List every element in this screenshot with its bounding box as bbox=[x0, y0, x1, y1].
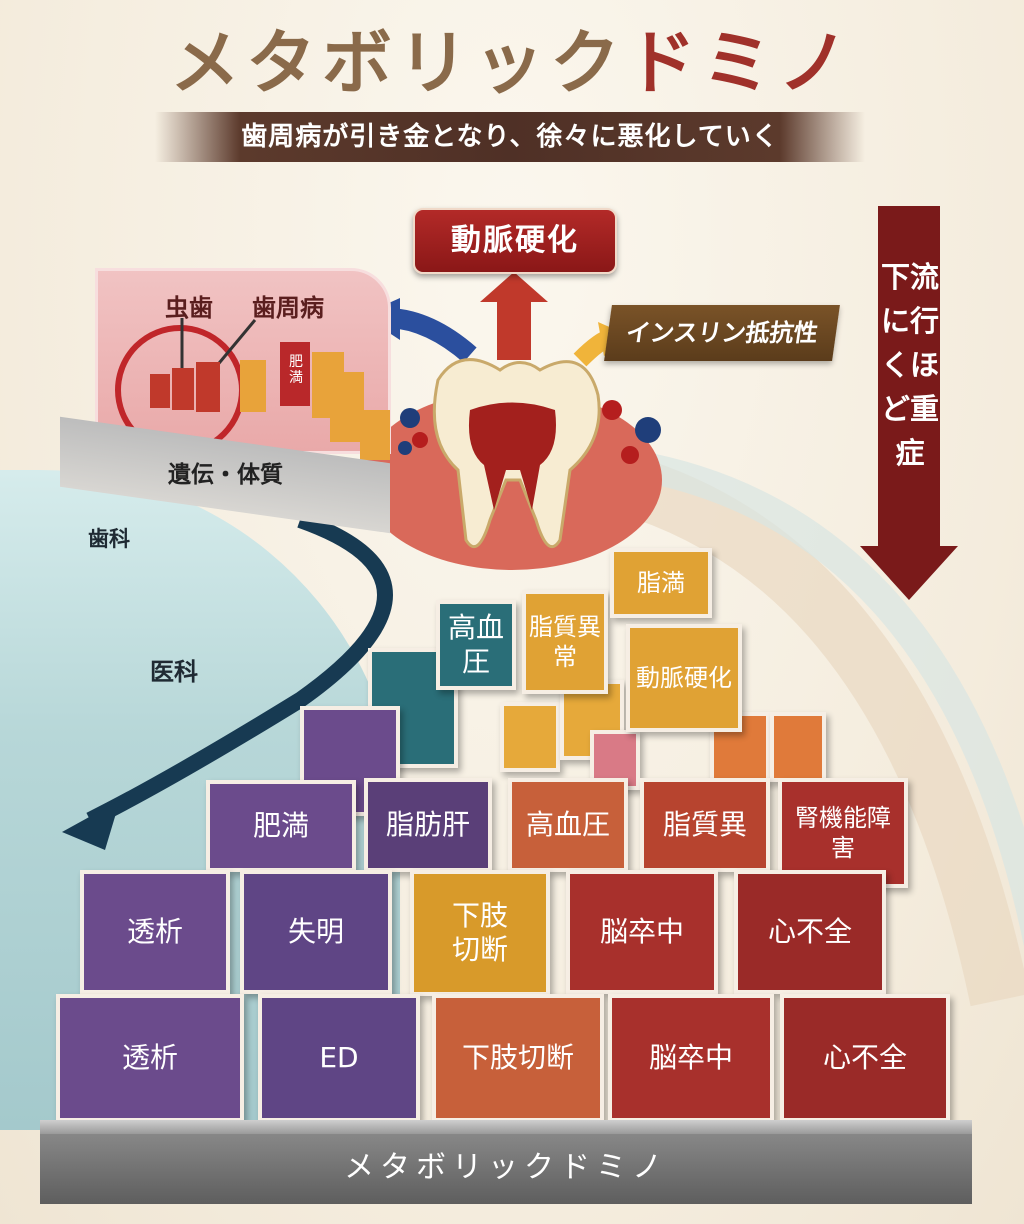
bacteria-icon bbox=[412, 432, 428, 448]
row1-tile-ed: ED bbox=[258, 994, 420, 1122]
row3-tile-renal: 腎機能障害 bbox=[778, 778, 908, 888]
back-block bbox=[770, 712, 826, 782]
obesity-mini-tile bbox=[280, 342, 310, 406]
severity-arrow-head bbox=[860, 546, 958, 600]
base-label: メタボリックドミノ bbox=[344, 1150, 668, 1185]
heredity-label: 遺伝・体質 bbox=[168, 462, 283, 488]
base-plate bbox=[40, 1128, 972, 1204]
severity-arrow-shaft bbox=[878, 206, 940, 546]
medical-label: 医科 bbox=[150, 658, 198, 686]
row1-tile-heart-failure: 心不全 bbox=[780, 994, 950, 1122]
bacteria-icon bbox=[635, 417, 661, 443]
row2-tile-dialysis: 透析 bbox=[80, 870, 230, 994]
up-arrow-shaft bbox=[497, 300, 531, 360]
row1-tile-dialysis: 透析 bbox=[56, 994, 244, 1122]
flow-curve-arrow-head bbox=[62, 800, 120, 850]
flow-curve-arrow bbox=[86, 512, 393, 828]
row3-tile-dyslipidemia: 脂質異 bbox=[640, 778, 770, 872]
severity-label: 下流に行くほど重症 bbox=[880, 260, 939, 470]
up-arrow-head bbox=[480, 272, 548, 302]
dental-label: 歯科 bbox=[88, 527, 130, 551]
subtitle-banner: 歯周病が引き金となり、徐々に悪化していく bbox=[155, 112, 865, 162]
base-plate-top bbox=[40, 1120, 972, 1134]
bacteria-icon bbox=[400, 408, 420, 428]
row2-tile-stroke: 脳卒中 bbox=[566, 870, 718, 994]
bacteria-icon bbox=[621, 446, 639, 464]
obesity-mini-label: 肥満 bbox=[289, 354, 303, 386]
row2-tile-amputation: 下肢切断 bbox=[410, 870, 550, 996]
row3-tile-hypertension: 高血圧 bbox=[508, 778, 628, 872]
row2-tile-blindness: 失明 bbox=[240, 870, 392, 994]
page-title: メタボリックドミノ bbox=[170, 22, 854, 104]
upper-tile-fatty: 脂満 bbox=[610, 548, 712, 618]
row3-tile-fatty-liver: 脂肪肝 bbox=[364, 778, 492, 872]
tooth-icon bbox=[362, 358, 662, 570]
row2-tile-heart-failure: 心不全 bbox=[734, 870, 886, 994]
atherosclerosis-box: 動脈硬化 bbox=[413, 208, 617, 274]
bacteria-icon bbox=[398, 441, 412, 455]
row3-tile-obesity: 肥満 bbox=[206, 780, 356, 872]
row1-tile-amputation: 下肢切断 bbox=[432, 994, 604, 1122]
bacteria-icon bbox=[602, 400, 622, 420]
periodontal-label: 歯周病 bbox=[252, 294, 324, 322]
back-block bbox=[500, 702, 560, 772]
upper-tile-dyslipidemia: 脂質異常 bbox=[522, 590, 608, 694]
upper-tile-hypertension: 高血圧 bbox=[436, 600, 516, 690]
upper-tile-atherosclerosis: 動脈硬化 bbox=[626, 624, 742, 732]
caries-label: 虫歯 bbox=[165, 294, 213, 322]
row1-tile-stroke: 脳卒中 bbox=[608, 994, 774, 1122]
